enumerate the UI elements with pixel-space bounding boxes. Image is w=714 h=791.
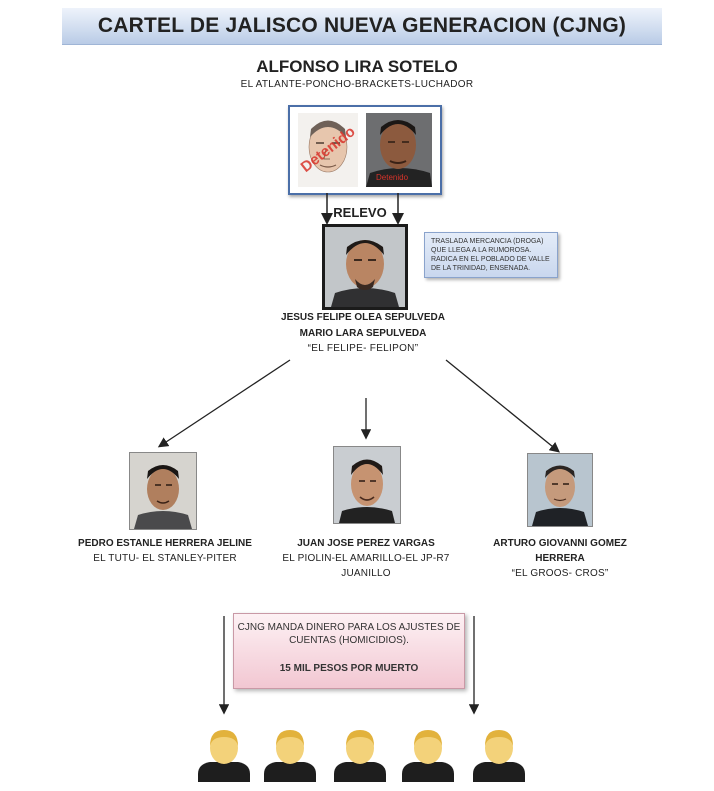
leader-name: ALFONSO LIRA SOTELO bbox=[0, 57, 714, 77]
leader-photo-frame: Detenido Detenido bbox=[288, 105, 442, 195]
subordinate-3-photo bbox=[527, 453, 593, 527]
successor-photo bbox=[322, 224, 408, 310]
subordinate-2-name: JUAN JOSE PEREZ VARGAS bbox=[250, 536, 482, 552]
page-title: CARTEL DE JALISCO NUEVA GENERACION (CJNG… bbox=[98, 14, 626, 38]
detenido-stamp-right: Detenido bbox=[376, 173, 408, 182]
subordinate-1-name: PEDRO ESTANLE HERRERA JELINE bbox=[60, 536, 270, 552]
arrow-to-subordinate-3 bbox=[446, 360, 558, 451]
title-bar: CARTEL DE JALISCO NUEVA GENERACION (CJNG… bbox=[62, 8, 662, 45]
successor-portrait bbox=[325, 227, 405, 307]
subordinate-1-photo bbox=[129, 452, 197, 530]
payment-amount: 15 MIL PESOS POR MUERTO bbox=[234, 662, 464, 675]
payment-line-1: CJNG MANDA DINERO PARA LOS AJUSTES DE bbox=[234, 621, 464, 634]
relevo-label: RELEVO bbox=[332, 205, 388, 220]
subordinate-2-photo bbox=[333, 446, 401, 524]
successor-name-2: MARIO LARA SEPULVEDA bbox=[220, 326, 506, 342]
leader-alias: EL ATLANTE-PONCHO-BRACKETS-LUCHADOR bbox=[0, 79, 714, 90]
successor-name-1: JESUS FELIPE OLEA SEPULVEDA bbox=[220, 310, 506, 326]
subordinate-3-name-2: HERRERA bbox=[480, 551, 640, 567]
person-avatar-icon bbox=[198, 730, 250, 782]
subordinate-2-alias-1: EL PIOLIN-EL AMARILLO-EL JP-R7 bbox=[250, 551, 482, 566]
person-avatar-icon bbox=[473, 730, 525, 782]
subordinate-3-name-1: ARTURO GIOVANNI GOMEZ bbox=[480, 536, 640, 552]
person-avatar-icon bbox=[264, 730, 316, 782]
subordinate-3-alias: “EL GROOS- CROS” bbox=[480, 566, 640, 581]
person-avatar-icon bbox=[402, 730, 454, 782]
successor-note: TRASLADA MERCANCIA (DROGA) QUE LLEGA A L… bbox=[424, 232, 558, 278]
arrow-to-subordinate-1 bbox=[160, 360, 290, 446]
successor-alias: “EL FELIPE- FELIPON” bbox=[220, 341, 506, 357]
person-avatar-icon bbox=[334, 730, 386, 782]
payment-box: CJNG MANDA DINERO PARA LOS AJUSTES DE CU… bbox=[233, 613, 465, 689]
payment-line-2: CUENTAS (HOMICIDIOS). bbox=[234, 634, 464, 647]
subordinate-1-alias: EL TUTU- EL STANLEY-PITER bbox=[60, 551, 270, 566]
subordinate-2-alias-2: JUANILLO bbox=[250, 566, 482, 581]
